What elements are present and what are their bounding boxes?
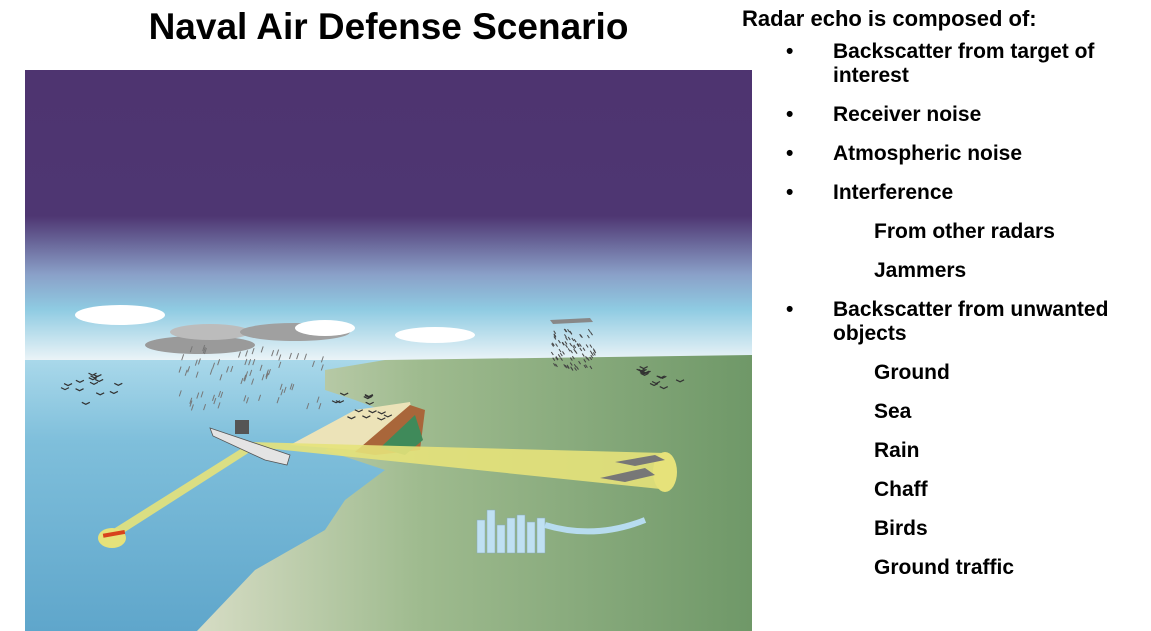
road-traffic [544,517,647,535]
sub-item: Jammers [742,259,1151,283]
item-text: Chaff [874,478,928,501]
panel-heading: Radar echo is composed of: [742,6,1037,31]
beam-end [653,452,677,492]
naval-scenario-illustration [25,70,752,631]
bullet-item: • Receiver noise [742,103,1151,127]
ship-superstructure [235,420,249,434]
cloud [75,305,165,325]
sub-item: Rain [742,439,1151,463]
valley [380,415,423,455]
aircraft [550,318,593,324]
sub-item: From other radars [742,220,1151,244]
sub-item: Chaff [742,478,1151,502]
item-text: Interference [833,181,954,204]
item-text: Ground [874,361,950,384]
sub-item: Ground [742,361,1151,385]
bullet-item: • Interference [742,181,1151,205]
sub-item: Sea [742,400,1151,424]
birds [60,366,685,421]
echo-components-list: • Backscatter from target of interest • Rec… [742,40,1151,580]
cloud [295,320,355,336]
item-text: Jammers [874,259,967,282]
item-text: Backscatter from target of interest [833,40,1095,87]
bullet-item: • Backscatter from target of interest [742,40,1151,88]
radar-beam-to-jets [250,442,670,490]
sub-item: Birds [742,517,1151,541]
item-text: Atmospheric noise [833,142,1023,165]
bullet-icon: • [786,40,794,63]
ship [209,427,291,466]
item-text: Backscatter from unwanted objects [833,298,1109,345]
item-text: Receiver noise [833,103,982,126]
radar-echo-panel: Radar echo is composed of: • Backscatter … [742,6,1151,595]
item-text: Birds [874,517,928,540]
jets [600,455,665,482]
item-text: Sea [874,400,912,423]
bullet-icon: • [786,181,794,204]
bullet-icon: • [786,142,794,165]
land [197,355,752,631]
radar-beam-to-missile [103,445,253,546]
missile [102,529,126,538]
cloud [170,324,250,340]
slide-title: Naval Air Defense Scenario [148,6,629,47]
item-text: Ground traffic [874,556,1014,579]
item-text: Rain [874,439,920,462]
bullet-icon: • [786,298,794,321]
item-text: From other radars [874,220,1055,243]
bullet-item: • Atmospheric noise [742,142,1151,166]
rain [178,344,324,411]
cloud [395,327,475,343]
bullet-icon: • [786,103,794,126]
bullet-item: • Backscatter from unwanted objects [742,298,1151,346]
cloud [145,336,255,354]
city [476,509,546,554]
sub-item: Ground traffic [742,556,1151,580]
chaff [550,328,597,371]
